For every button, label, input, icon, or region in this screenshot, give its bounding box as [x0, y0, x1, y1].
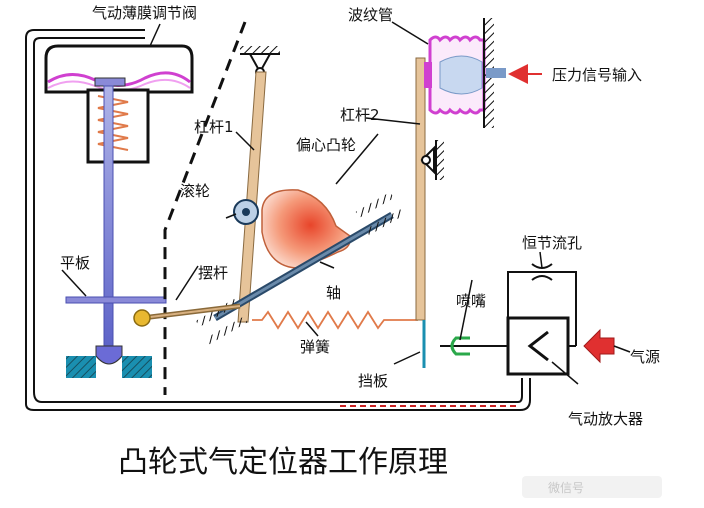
diagram-title: 凸轮式气定位器工作原理	[118, 445, 448, 480]
shaft	[213, 211, 394, 322]
lever2-pivot	[420, 140, 444, 180]
lever1	[237, 71, 267, 323]
label-nozzle: 喷嘴	[456, 292, 486, 310]
valve-seat	[66, 356, 152, 378]
label-pneumatic-amplifier: 气动放大器	[568, 410, 643, 428]
nozzle	[440, 336, 508, 356]
label-swing-rod: 摆杆	[198, 264, 228, 282]
label-lever2: 杠杆2	[340, 106, 380, 124]
air-source-arrow	[583, 328, 615, 364]
swing-rod	[133, 303, 241, 327]
constant-orifice	[507, 263, 577, 292]
valve-stem	[103, 85, 114, 349]
eccentric-cam	[261, 189, 351, 269]
air-pipe	[25, 29, 531, 411]
plate	[65, 296, 167, 304]
label-shaft: 轴	[326, 284, 341, 302]
leader-lines	[61, 21, 631, 385]
valve-plug	[95, 345, 123, 365]
watermark: 微信号	[522, 476, 662, 498]
spring	[252, 310, 418, 330]
shaft-bearing-upper	[355, 191, 404, 236]
label-bellows: 波纹管	[348, 6, 393, 24]
bellows	[424, 18, 506, 128]
label-baffle: 挡板	[358, 372, 388, 390]
label-eccentric-cam: 偏心凸轮	[296, 136, 356, 154]
divider-dashed	[163, 21, 247, 395]
label-constant-orifice: 恒节流孔	[522, 234, 582, 252]
label-lever1: 杠杆1	[194, 118, 234, 136]
pneumatic-amplifier	[506, 292, 577, 376]
label-roller: 滚轮	[180, 182, 210, 200]
label-air-source: 气源	[630, 348, 660, 366]
label-plate: 平板	[60, 254, 90, 272]
label-pressure-input: 压力信号输入	[552, 66, 642, 84]
lever2	[415, 57, 426, 321]
label-spring: 弹簧	[300, 338, 330, 356]
roller	[233, 199, 259, 225]
watermark-text: 微信号	[548, 481, 584, 495]
diaphragm-valve	[44, 44, 194, 164]
label-diaphragm-valve: 气动薄膜调节阀	[92, 4, 197, 22]
